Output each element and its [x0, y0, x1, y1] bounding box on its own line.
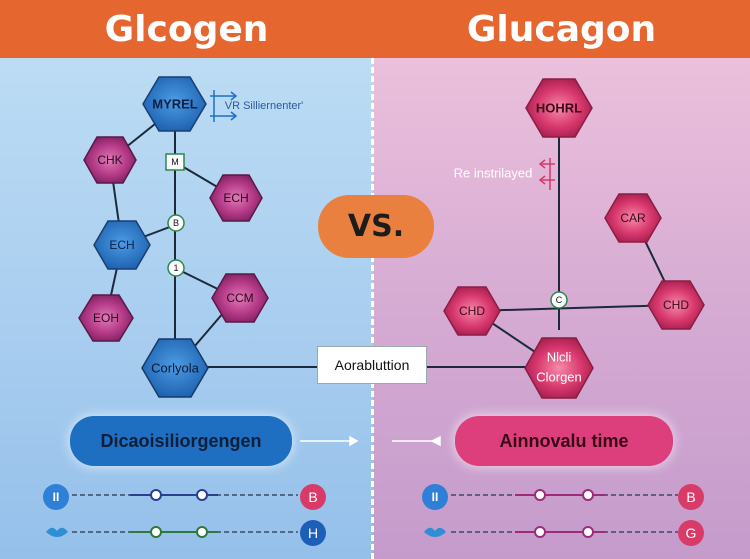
node-box-m-label: M	[171, 157, 179, 167]
hex-chd-left[interactable]	[443, 286, 501, 336]
right-pill-button[interactable]: Ainnovalu time	[455, 416, 673, 466]
hex-hohrl[interactable]	[525, 78, 593, 138]
hex-eoh-label: EOH	[93, 311, 119, 325]
left-legend-start-label: II	[53, 490, 60, 504]
left-pill-arrow-icon	[300, 435, 359, 447]
hex-chd-left-label: CHD	[459, 304, 485, 318]
hex-ech-lower[interactable]	[93, 220, 151, 270]
hex-hohrl-label: HOHRL	[536, 101, 582, 116]
hex-ech-upper[interactable]	[209, 174, 263, 222]
left-arrows-icon	[210, 90, 238, 122]
left-legend	[43, 484, 326, 546]
right-legend	[422, 484, 704, 546]
left-pill-button[interactable]: Dicaoisiliorgengen	[70, 416, 292, 466]
hex-myrel[interactable]	[142, 76, 207, 132]
node-box-m	[165, 153, 185, 171]
node-circle-c	[550, 291, 568, 309]
right-arrows-icon	[538, 158, 555, 190]
right-legend-end1-label: B	[686, 489, 695, 505]
right-annotation: Re instrilayed	[454, 166, 533, 181]
left-panel	[0, 58, 373, 559]
hex-ccm[interactable]	[211, 273, 269, 323]
hex-ech-lower-label: ECH	[109, 238, 134, 252]
hex-chd-right-label: CHD	[663, 298, 689, 312]
hex-chk[interactable]	[83, 136, 137, 184]
hex-clorgen-line1: Nlcli	[547, 350, 572, 365]
hex-ccm-label: CCM	[226, 291, 253, 305]
hex-corlyola[interactable]	[141, 338, 209, 398]
right-heart-icon	[424, 527, 446, 537]
hex-eoh[interactable]	[78, 294, 134, 342]
node-circle-c-label: C	[556, 295, 563, 305]
center-divider	[371, 58, 380, 559]
node-circle-b-label: B	[173, 218, 179, 228]
left-title: Glcogen	[0, 0, 373, 58]
right-legend-start-label: II	[432, 490, 439, 504]
center-connector-label: Aorabluttion	[317, 346, 427, 384]
hex-myrel-label: MYREL	[152, 97, 198, 112]
left-legend-end1-label: B	[308, 489, 317, 505]
node-circle-b	[167, 214, 185, 232]
node-circle-1-label: 1	[173, 263, 178, 273]
hex-car-label: CAR	[620, 211, 646, 225]
left-heart-icon	[46, 527, 68, 537]
hex-corlyola-label: Corlyola	[151, 361, 199, 376]
right-pill-arrow-icon	[392, 435, 441, 447]
node-circle-1	[167, 259, 185, 277]
hex-clorgen-line2: Clorgen	[536, 370, 582, 385]
right-legend-end2-label: G	[686, 525, 697, 541]
right-title: Glucagon	[373, 0, 750, 58]
vs-badge: VS.	[318, 195, 434, 258]
hex-car[interactable]	[604, 193, 662, 243]
hex-clorgen[interactable]	[524, 337, 594, 399]
hex-chd-right[interactable]	[647, 280, 705, 330]
hex-ech-upper-label: ECH	[223, 191, 248, 205]
left-annotation: VR Silliernenter'	[225, 100, 304, 112]
left-legend-end2-label: H	[308, 525, 318, 541]
hex-chk-label: CHK	[97, 153, 122, 167]
